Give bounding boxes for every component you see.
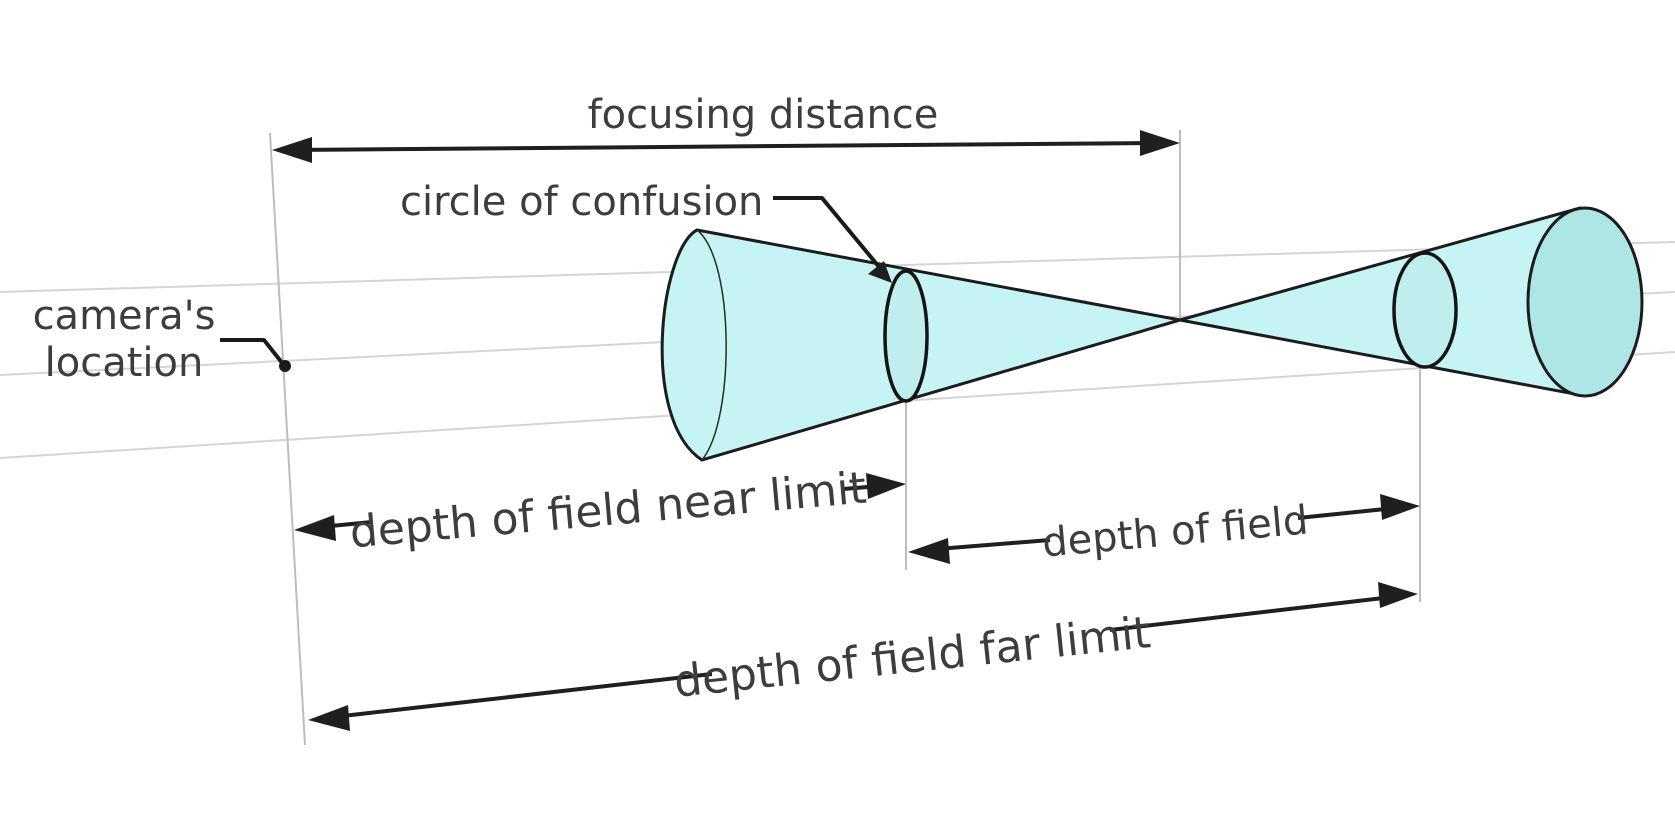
far-limit-arrow-right (1378, 582, 1418, 608)
circle-of-confusion-leader (773, 196, 882, 270)
focusing-distance-dimension: focusing distance (272, 92, 1180, 163)
near-limit-arrow-right (866, 473, 906, 499)
near-limit-arrow-left (294, 515, 336, 541)
near-circle-of-confusion (883, 269, 929, 403)
camera-location-label-line2: location (45, 340, 204, 386)
far-limit-dimension: depth of field far limit (308, 582, 1418, 731)
depth-of-field-arrow-right (1380, 494, 1420, 520)
far-limit-label: depth of field far limit (672, 607, 1153, 708)
far-cone (1179, 206, 1644, 398)
far-cone-base (1526, 206, 1644, 398)
depth-of-field-dimension: depth of field (908, 494, 1420, 567)
depth-of-field-arrow-left (908, 538, 950, 564)
depth-of-field-line-right (1297, 506, 1396, 520)
depth-of-field-label: depth of field (1040, 497, 1310, 566)
focusing-distance-arrow-left (272, 137, 312, 163)
far-circle-of-confusion (1392, 251, 1458, 369)
focusing-distance-arrow-right (1140, 130, 1180, 156)
focusing-distance-line (289, 141, 1156, 152)
near-cone (660, 228, 1181, 462)
far-limit-line-right (1109, 595, 1393, 632)
near-limit-label: depth of field near limit (348, 463, 869, 559)
camera-location-label-line1: camera's (33, 293, 216, 339)
far-limit-line-left (324, 672, 713, 720)
focusing-distance-label: focusing distance (588, 92, 939, 138)
camera-extension-line (269, 132, 306, 746)
far-limit-arrow-left (308, 705, 350, 731)
circle-of-confusion-label: circle of confusion (400, 179, 763, 225)
near-limit-dimension: depth of field near limit (294, 463, 906, 559)
circle-of-confusion-arrow (868, 261, 892, 283)
camera-location-dot (279, 360, 291, 372)
circle-of-confusion-callout: circle of confusion (400, 179, 892, 283)
camera-location-callout: camera's location (33, 293, 291, 386)
near-cone-base-back (696, 229, 727, 461)
camera-location-leader (220, 338, 285, 366)
